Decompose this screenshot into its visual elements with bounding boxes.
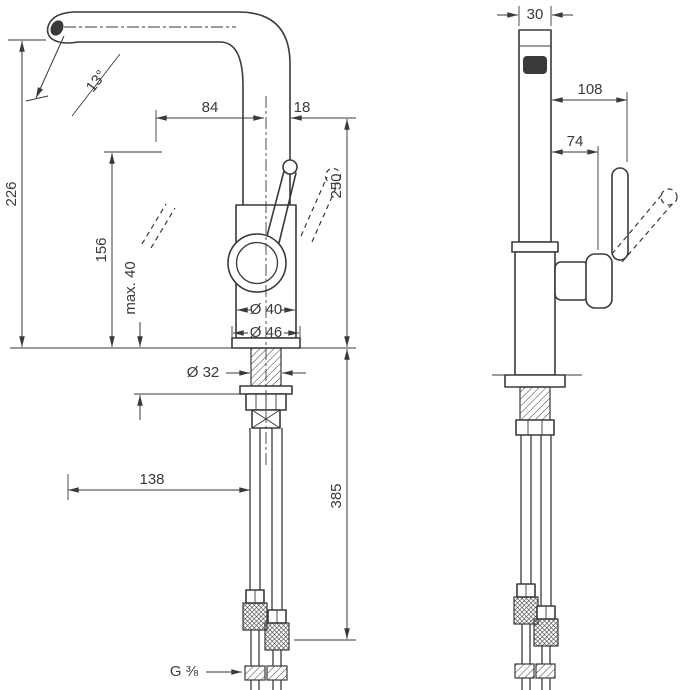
dim-156-label: 156 [93, 237, 110, 262]
dim-30-label: 30 [527, 6, 544, 23]
dim-226-label: 226 [3, 181, 20, 206]
centerlines [64, 26, 267, 465]
faucet-front-view: 226 156 max. 40 84 18 250 385 [3, 11, 356, 690]
dim-dia46: Ø 46 [233, 324, 299, 341]
side-supply-hoses [520, 435, 552, 606]
spout [46, 11, 291, 206]
side-escutcheon [504, 374, 566, 388]
side-flange [511, 241, 559, 253]
dim-74: 74 [552, 133, 599, 250]
extension-lines [8, 39, 356, 641]
dim-dia40: Ø 40 [237, 301, 295, 318]
faucet-side-view: 30 108 74 [492, 6, 678, 690]
dim-dia40-label: Ø 40 [250, 301, 283, 318]
dim-thread-label: G ⅜ [170, 663, 199, 680]
side-body [514, 251, 556, 376]
dim-226: 226 [3, 41, 25, 347]
dim-dia32: Ø 32 [187, 364, 306, 381]
dim-138-label: 138 [139, 471, 164, 488]
hose-connector-left [242, 589, 268, 690]
dim-dia46-label: Ø 46 [250, 324, 283, 341]
dim-108: 108 [552, 81, 628, 162]
side-spout-column [511, 29, 559, 376]
side-hose-connector-left [513, 583, 539, 690]
dim-18: 18 [291, 99, 312, 121]
dim-250-label: 250 [328, 173, 345, 198]
aerator-outlet [50, 20, 64, 36]
hose-connector-right [264, 609, 290, 690]
handle-grip [611, 167, 629, 261]
side-handle [554, 167, 629, 309]
supply-hoses [249, 428, 283, 610]
handle-alternate-position-dashed [141, 167, 342, 249]
side-nut [515, 419, 555, 436]
dim-84: 84 [156, 99, 264, 121]
dim-250: 250 [328, 119, 350, 347]
dim-385: 385 [328, 349, 350, 639]
side-aerator-outlet [523, 56, 547, 74]
dim-max40-label: max. 40 [122, 261, 139, 314]
dim-dia32-label: Ø 32 [187, 364, 220, 381]
dim-thread: G ⅜ [170, 663, 242, 680]
dim-30: 30 [497, 6, 573, 26]
side-handle-alternate-dashed [611, 188, 678, 263]
side-mounting [492, 374, 582, 436]
handle-lever [227, 159, 298, 293]
dim-138: 138 [68, 471, 250, 493]
side-threaded-shank [519, 386, 551, 421]
dim-84-label: 84 [202, 99, 219, 116]
handle-boss [554, 261, 590, 301]
dim-18-label: 18 [294, 99, 311, 116]
handle-pivot [585, 253, 613, 309]
dim-156: 156 [93, 153, 115, 347]
dim-angle-13: 13° [25, 35, 121, 117]
dim-385-label: 385 [328, 483, 345, 508]
dim-108-label: 108 [577, 81, 602, 98]
side-hose-connector-right [533, 605, 559, 690]
lever-tip [282, 159, 298, 175]
dim-max40: max. 40 [122, 261, 143, 420]
dim-74-label: 74 [567, 133, 584, 150]
